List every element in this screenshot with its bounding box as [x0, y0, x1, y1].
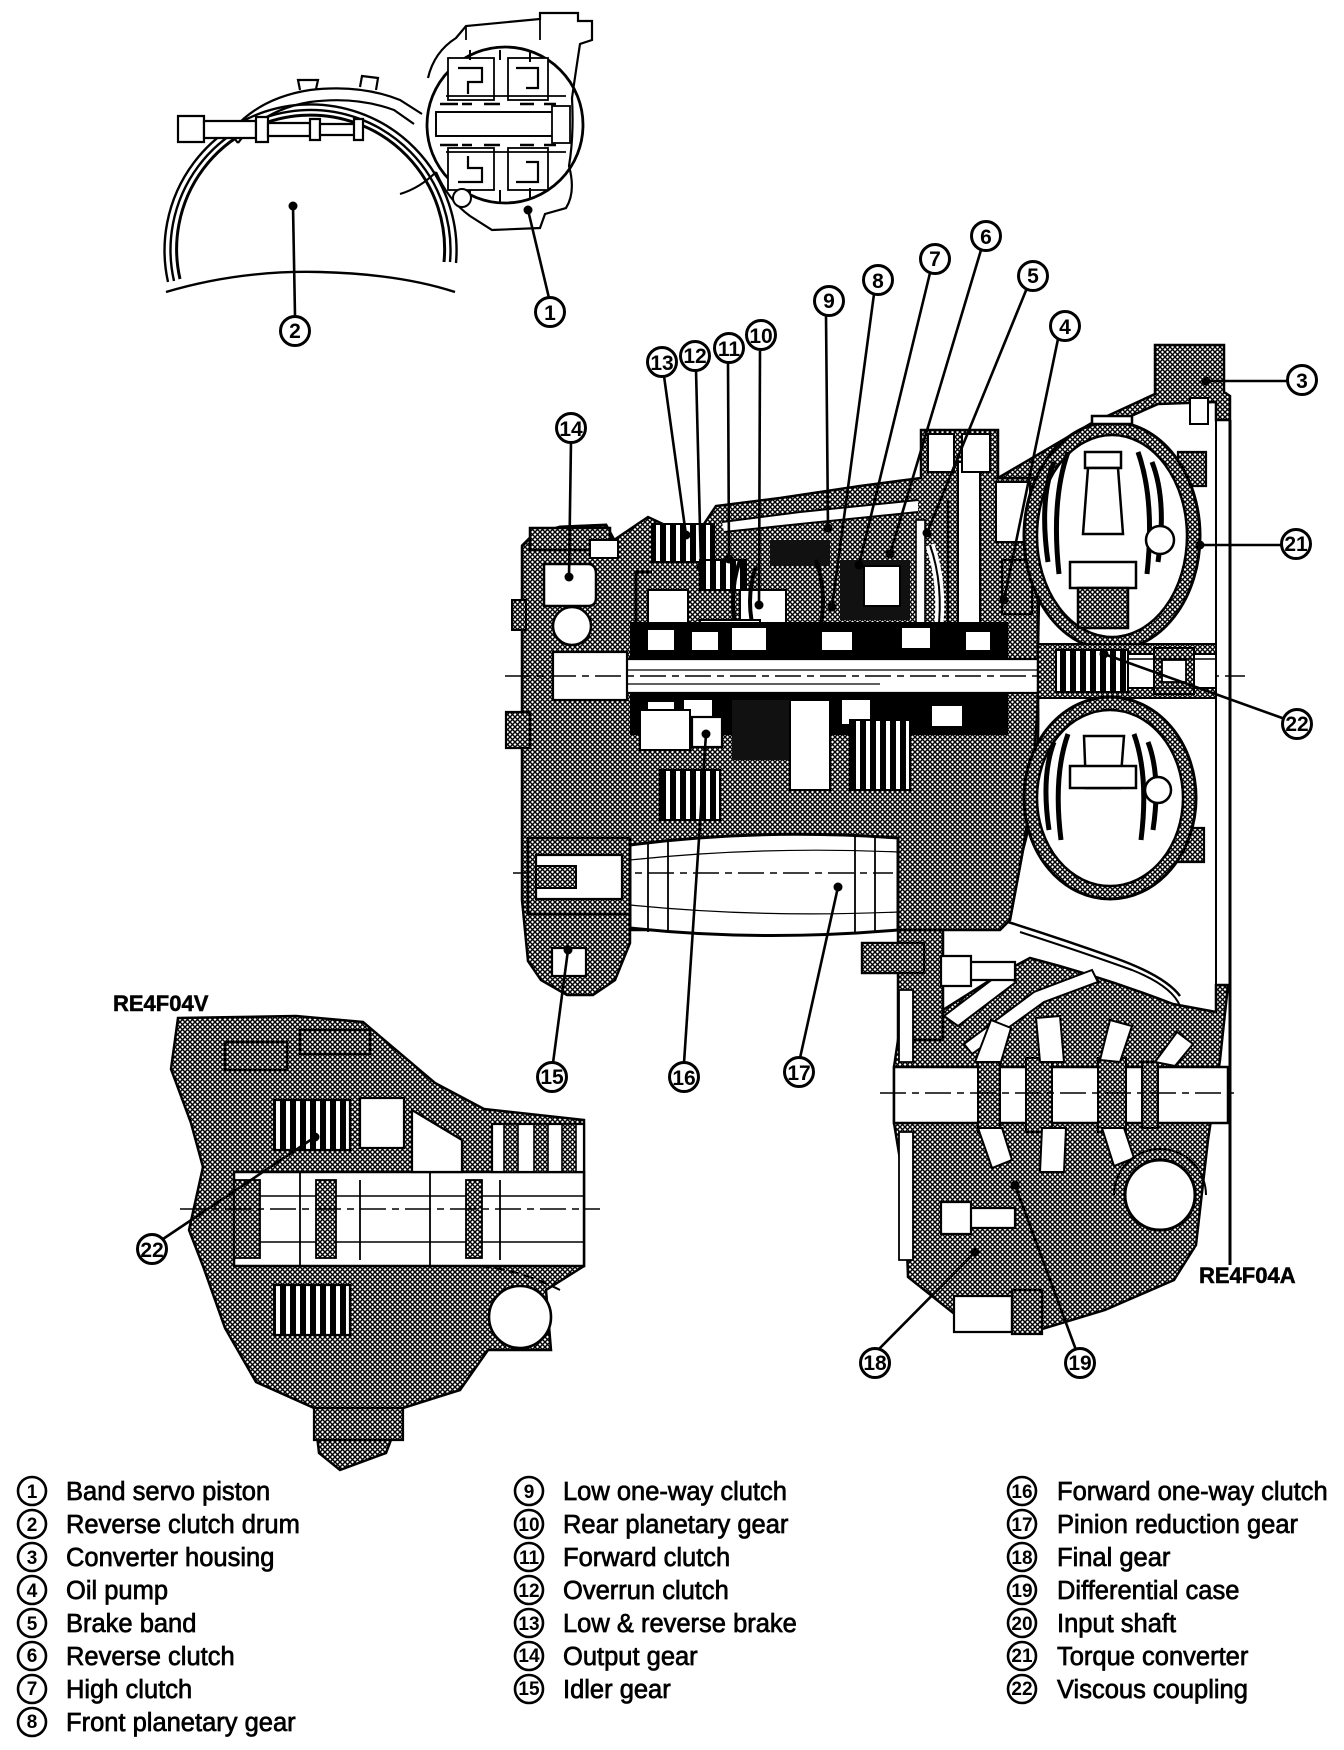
svg-text:15: 15 — [518, 1679, 540, 1700]
svg-text:7: 7 — [929, 248, 941, 271]
svg-text:Converter housing: Converter housing — [66, 1544, 274, 1572]
svg-text:1: 1 — [544, 302, 556, 325]
svg-text:4: 4 — [1059, 316, 1071, 339]
svg-text:2: 2 — [27, 1515, 38, 1536]
svg-text:12: 12 — [518, 1581, 539, 1602]
svg-text:22: 22 — [1285, 713, 1308, 736]
svg-text:3: 3 — [27, 1548, 38, 1569]
svg-text:16: 16 — [672, 1067, 695, 1090]
svg-text:Input shaft: Input shaft — [1057, 1610, 1176, 1638]
svg-text:11: 11 — [718, 338, 741, 361]
svg-text:Band servo piston: Band servo piston — [66, 1478, 270, 1506]
svg-text:16: 16 — [1011, 1482, 1032, 1503]
svg-text:10: 10 — [749, 325, 772, 348]
svg-text:Reverse clutch: Reverse clutch — [66, 1643, 235, 1671]
svg-text:17: 17 — [787, 1062, 810, 1085]
svg-text:8: 8 — [872, 270, 884, 293]
svg-text:20: 20 — [1011, 1614, 1032, 1635]
svg-text:7: 7 — [27, 1679, 38, 1700]
svg-text:14: 14 — [559, 418, 583, 441]
svg-text:22: 22 — [1011, 1679, 1032, 1700]
svg-text:Forward clutch: Forward clutch — [563, 1544, 730, 1572]
svg-text:Reverse clutch drum: Reverse clutch drum — [66, 1511, 300, 1539]
svg-text:21: 21 — [1011, 1646, 1033, 1667]
svg-text:9: 9 — [524, 1482, 535, 1503]
svg-text:Forward one-way clutch: Forward one-way clutch — [1057, 1478, 1328, 1506]
svg-text:10: 10 — [518, 1515, 539, 1536]
svg-text:17: 17 — [1011, 1515, 1032, 1536]
svg-text:15: 15 — [540, 1066, 564, 1089]
svg-text:RE4F04V: RE4F04V — [113, 991, 209, 1016]
svg-text:Rear planetary gear: Rear planetary gear — [563, 1511, 789, 1539]
svg-text:5: 5 — [27, 1614, 38, 1635]
svg-text:Front planetary gear: Front planetary gear — [66, 1709, 296, 1737]
svg-text:Oil pump: Oil pump — [66, 1577, 168, 1605]
svg-text:5: 5 — [1027, 265, 1039, 288]
svg-text:Overrun clutch: Overrun clutch — [563, 1577, 729, 1605]
svg-text:High clutch: High clutch — [66, 1676, 192, 1704]
svg-text:6: 6 — [27, 1646, 38, 1667]
svg-text:3: 3 — [1296, 370, 1308, 393]
svg-text:12: 12 — [683, 345, 706, 368]
svg-text:1: 1 — [27, 1482, 38, 1503]
svg-text:Viscous coupling: Viscous coupling — [1057, 1676, 1248, 1704]
svg-text:8: 8 — [27, 1712, 38, 1733]
svg-text:Output gear: Output gear — [563, 1643, 698, 1671]
svg-text:Pinion reduction gear: Pinion reduction gear — [1057, 1511, 1299, 1539]
svg-text:2: 2 — [289, 320, 301, 343]
svg-text:Differential case: Differential case — [1057, 1577, 1239, 1605]
svg-text:Torque converter: Torque converter — [1057, 1643, 1249, 1671]
svg-text:18: 18 — [863, 1352, 887, 1375]
svg-text:Brake band: Brake band — [66, 1610, 196, 1638]
svg-text:13: 13 — [650, 352, 673, 375]
svg-text:Low & reverse brake: Low & reverse brake — [563, 1610, 797, 1638]
svg-text:22: 22 — [140, 1239, 163, 1262]
svg-text:Final gear: Final gear — [1057, 1544, 1171, 1572]
svg-text:19: 19 — [1068, 1352, 1091, 1375]
svg-text:13: 13 — [518, 1614, 539, 1635]
svg-text:6: 6 — [980, 226, 992, 249]
svg-text:14: 14 — [518, 1646, 540, 1667]
svg-text:21: 21 — [1284, 533, 1308, 556]
svg-text:RE4F04A: RE4F04A — [1199, 1263, 1296, 1288]
svg-text:18: 18 — [1011, 1548, 1032, 1569]
svg-text:9: 9 — [823, 290, 835, 313]
svg-text:4: 4 — [27, 1581, 38, 1602]
svg-text:Idler gear: Idler gear — [563, 1676, 671, 1704]
svg-text:19: 19 — [1011, 1581, 1032, 1602]
svg-text:11: 11 — [519, 1548, 540, 1569]
svg-text:Low one-way clutch: Low one-way clutch — [563, 1478, 787, 1506]
